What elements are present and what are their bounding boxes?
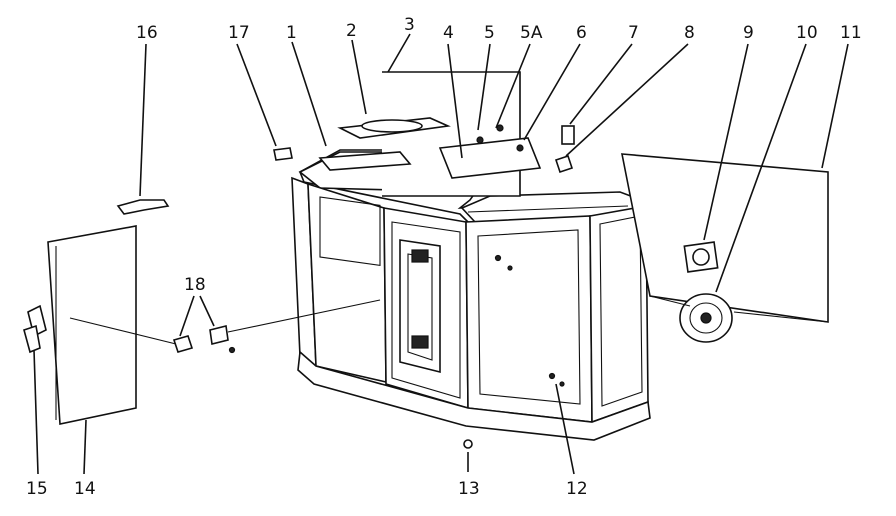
callout-15: 15 [26, 479, 48, 499]
cabinet [291, 149, 654, 441]
callout-labels: 1 2 3 4 5 5A 6 7 8 9 10 11 12 13 14 15 1… [26, 15, 862, 499]
callout-11: 11 [840, 23, 862, 43]
callout-10: 10 [796, 23, 818, 43]
callout-14: 14 [74, 479, 96, 499]
callout-12: 12 [566, 479, 588, 499]
callout-2: 2 [346, 21, 357, 41]
callout-17: 17 [228, 23, 250, 43]
callout-5: 5 [484, 23, 495, 43]
callout-18: 18 [184, 275, 206, 295]
callout-4: 4 [443, 23, 454, 43]
leader-lines [33, 33, 849, 475]
side-door-panel [47, 225, 137, 425]
screw-13 [463, 439, 473, 449]
catch-18 [172, 325, 236, 354]
callout-6: 6 [576, 23, 587, 43]
callout-8: 8 [684, 23, 695, 43]
part-17 [273, 147, 293, 161]
part-8 [554, 154, 574, 174]
handle-16 [116, 199, 170, 215]
tweeter-speaker [683, 241, 719, 273]
callout-13: 13 [458, 479, 480, 499]
callout-7: 7 [628, 23, 639, 43]
callout-3: 3 [404, 15, 415, 35]
callout-5a: 5A [520, 23, 543, 43]
callout-16: 16 [136, 23, 158, 43]
callout-9: 9 [743, 23, 754, 43]
turntable-assembly [318, 71, 542, 197]
callout-1: 1 [286, 23, 297, 43]
hinge-15 [23, 304, 47, 354]
part-7 [561, 125, 575, 145]
woofer-speaker [679, 293, 733, 343]
